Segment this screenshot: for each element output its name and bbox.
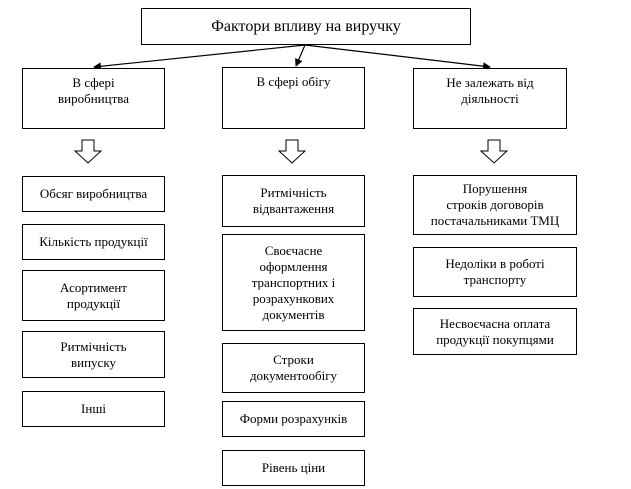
category-production-label: В сфері виробництва <box>58 75 129 106</box>
diagram-title: Фактори впливу на виручку <box>211 17 401 35</box>
factor-label: Ритмічність відвантаження <box>252 185 335 216</box>
factor-label: Рівень ціни <box>261 460 326 475</box>
diagram-title-box: Фактори впливу на виручку <box>141 8 471 45</box>
factor-box: Асортимент продукції <box>22 270 165 321</box>
down-arrow-production-icon <box>73 139 103 164</box>
factor-label: Інші <box>81 401 106 416</box>
factor-label: Несвоєчасна оплата продукції покупцями <box>436 315 554 347</box>
factor-box: Недоліки в роботі транспорту <box>413 247 577 297</box>
factor-label: Недоліки в роботі транспорту <box>445 256 545 287</box>
factor-box: Строки документообігу <box>222 343 365 393</box>
factor-box: Форми розрахунків <box>222 401 365 437</box>
arrow-to-independent <box>304 44 491 71</box>
down-arrow-circulation-icon <box>277 139 307 164</box>
arrow-to-production <box>93 44 306 71</box>
factor-box: Обсяг виробництва <box>22 176 165 212</box>
factor-label: Порушення строків договорів постачальник… <box>430 181 560 228</box>
category-production-box: В сфері виробництва <box>22 68 165 129</box>
factor-label: Ритмічність випуску <box>60 338 127 370</box>
category-independent-label: Не залежать від діяльності <box>446 75 534 106</box>
factor-label: Асортимент продукції <box>60 279 127 311</box>
factor-label: Своєчасне оформлення транспортних і розр… <box>251 242 336 322</box>
category-circulation-label: В сфері обігу <box>256 74 331 89</box>
arrow-to-circulation <box>295 44 306 67</box>
category-circulation-box: В сфері обігу <box>222 67 365 129</box>
factor-box: Рівень ціни <box>222 450 365 486</box>
factor-label: Кількість продукції <box>39 234 148 249</box>
factor-box: Порушення строків договорів постачальник… <box>413 175 577 235</box>
factor-box: Кількість продукції <box>22 224 165 260</box>
down-arrow-independent-icon <box>479 139 509 164</box>
category-independent-box: Не залежать від діяльності <box>413 68 567 129</box>
factor-box: Ритмічність відвантаження <box>222 175 365 227</box>
factor-label: Форми розрахунків <box>239 411 348 426</box>
factor-box: Своєчасне оформлення транспортних і розр… <box>222 234 365 331</box>
factor-label: Обсяг виробництва <box>39 186 148 201</box>
factor-box: Інші <box>22 391 165 427</box>
factor-label: Строки документообігу <box>249 352 338 383</box>
factor-box: Несвоєчасна оплата продукції покупцями <box>413 308 577 355</box>
factor-box: Ритмічність випуску <box>22 331 165 378</box>
